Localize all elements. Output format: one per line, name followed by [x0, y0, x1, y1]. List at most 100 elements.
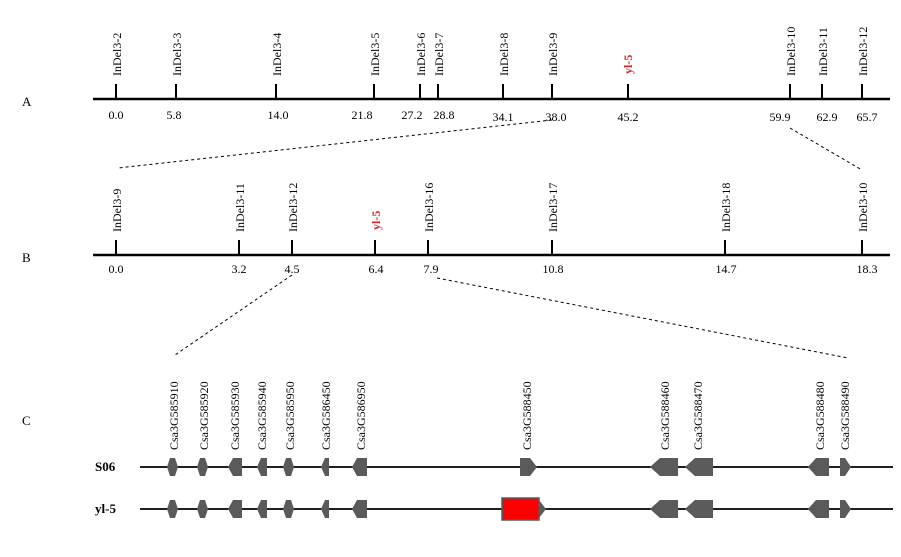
panel-b-markers: InDel3-9 0.0 InDel3-11 3.2 InDel3-12 4.5… — [109, 183, 878, 276]
marker-position: 7.9 — [424, 262, 439, 276]
marker-a: InDel3-12 65.7 — [856, 27, 878, 124]
marker-position: 62.9 — [817, 110, 838, 124]
marker-position: 0.0 — [109, 108, 124, 122]
gene-shape — [257, 458, 267, 476]
marker-position: 14.7 — [716, 262, 737, 276]
panel-label-c: C — [22, 413, 31, 428]
panel-label-a: A — [22, 94, 32, 109]
marker-name: InDel3-5 — [368, 33, 382, 76]
marker-name: InDel3-17 — [546, 183, 560, 232]
gene-shape — [685, 500, 713, 518]
marker-name: InDel3-10 — [784, 27, 798, 76]
panel-a-markers: InDel3-2 0.0 InDel3-3 5.8 InDel3-4 14.0 … — [109, 27, 878, 124]
marker-position: 65.7 — [857, 110, 878, 124]
marker-name: InDel3-9 — [546, 33, 560, 76]
marker-b: InDel3-17 10.8 — [543, 183, 564, 276]
marker-position: 18.3 — [857, 262, 878, 276]
gene-shape — [197, 500, 208, 518]
gene-id-label: Csa3G588490 — [838, 381, 852, 450]
panel-c-gene-labels: Csa3G585910 Csa3G585920 Csa3G585930 Csa3… — [167, 381, 852, 450]
marker-a: InDel3-2 0.0 — [109, 33, 125, 122]
marker-name: InDel3-11 — [233, 183, 247, 232]
target-gene-label: yl-5 — [621, 55, 635, 74]
gene-shape — [352, 500, 367, 518]
panel-label-b: B — [22, 250, 31, 265]
gene-shape — [520, 458, 537, 476]
gene-shape — [228, 500, 242, 518]
gene-shape — [650, 500, 678, 518]
marker-position: 3.2 — [232, 262, 247, 276]
marker-name: InDel3-16 — [422, 183, 436, 232]
track-label-s06: S06 — [95, 459, 116, 474]
marker-a: InDel3-10 59.9 — [770, 27, 799, 124]
gene-id-label: Csa3G588460 — [658, 381, 672, 450]
gene-shape — [257, 500, 267, 518]
target-gene-label: yl-5 — [369, 211, 383, 230]
marker-b: InDel3-9 0.0 — [109, 189, 125, 276]
gene-id-label: Csa3G588480 — [813, 381, 827, 450]
marker-position: 10.8 — [543, 262, 564, 276]
marker-name: InDel3-3 — [170, 33, 184, 76]
zoom-connector-a-left — [117, 119, 553, 169]
marker-name: InDel3-8 — [497, 33, 511, 76]
marker-a: InDel3-3 5.8 — [167, 33, 185, 122]
marker-b: InDel3-18 14.7 — [716, 183, 737, 276]
zoom-connector-b-right — [436, 277, 849, 359]
gene-shape — [352, 458, 367, 476]
marker-b: InDel3-12 4.5 — [285, 183, 301, 276]
marker-a: InDel3-11 62.9 — [816, 27, 838, 124]
zoom-connector-a-right — [789, 127, 863, 171]
gene-id-label: Csa3G588470 — [691, 381, 705, 450]
marker-name: InDel3-11 — [816, 27, 830, 76]
gene-shape — [321, 500, 329, 518]
marker-position: 21.8 — [352, 108, 373, 122]
gene-id-label: Csa3G586450 — [319, 381, 333, 450]
marker-a: InDel3-6 27.2 — [402, 33, 429, 122]
gene-id-label: Csa3G585950 — [283, 381, 297, 450]
gene-id-label: Csa3G585930 — [228, 381, 242, 450]
mutation-insertion-block — [501, 497, 540, 521]
marker-name: InDel3-7 — [432, 33, 446, 76]
marker-b-target: yl-5 6.4 — [369, 211, 384, 276]
marker-position: 5.8 — [167, 108, 182, 122]
marker-name: InDel3-12 — [286, 183, 300, 232]
marker-position: 28.8 — [434, 108, 455, 122]
gene-shape — [167, 458, 178, 476]
marker-name: InDel3-6 — [414, 33, 428, 76]
gene-shape — [650, 458, 678, 476]
marker-a: InDel3-7 28.8 — [432, 33, 455, 122]
marker-position: 45.2 — [618, 110, 639, 124]
gene-shape — [197, 458, 208, 476]
marker-a: InDel3-9 38.0 — [546, 33, 567, 124]
marker-name: InDel3-4 — [270, 33, 284, 76]
marker-name: InDel3-9 — [110, 189, 124, 232]
gene-shape — [283, 458, 294, 476]
marker-b: InDel3-11 3.2 — [232, 183, 248, 276]
gene-id-label: Csa3G585940 — [255, 381, 269, 450]
zoom-connector-b-left — [174, 274, 293, 356]
marker-name: InDel3-12 — [856, 27, 870, 76]
marker-position: 27.2 — [402, 108, 423, 122]
gene-shape — [808, 500, 829, 518]
marker-name: InDel3-10 — [856, 183, 870, 232]
gene-shape — [539, 500, 546, 518]
gene-shape — [228, 458, 242, 476]
marker-position: 59.9 — [770, 110, 791, 124]
gene-shape — [685, 458, 713, 476]
track-s06-genes — [167, 458, 851, 476]
marker-a: InDel3-5 21.8 — [352, 33, 383, 122]
marker-position: 14.0 — [268, 108, 289, 122]
marker-b: InDel3-10 18.3 — [856, 183, 878, 276]
marker-position: 4.5 — [285, 262, 300, 276]
gene-shape — [283, 500, 294, 518]
marker-b: InDel3-16 7.9 — [422, 183, 439, 276]
marker-position: 34.1 — [493, 110, 514, 124]
marker-position: 38.0 — [546, 110, 567, 124]
marker-name: InDel3-18 — [719, 183, 733, 232]
gene-shape — [808, 458, 829, 476]
track-yl-5-genes — [167, 497, 851, 521]
marker-a: InDel3-4 14.0 — [268, 33, 289, 122]
gene-id-label: Csa3G586950 — [354, 381, 368, 450]
gene-shape — [167, 500, 178, 518]
marker-a-target: yl-5 45.2 — [618, 55, 639, 124]
